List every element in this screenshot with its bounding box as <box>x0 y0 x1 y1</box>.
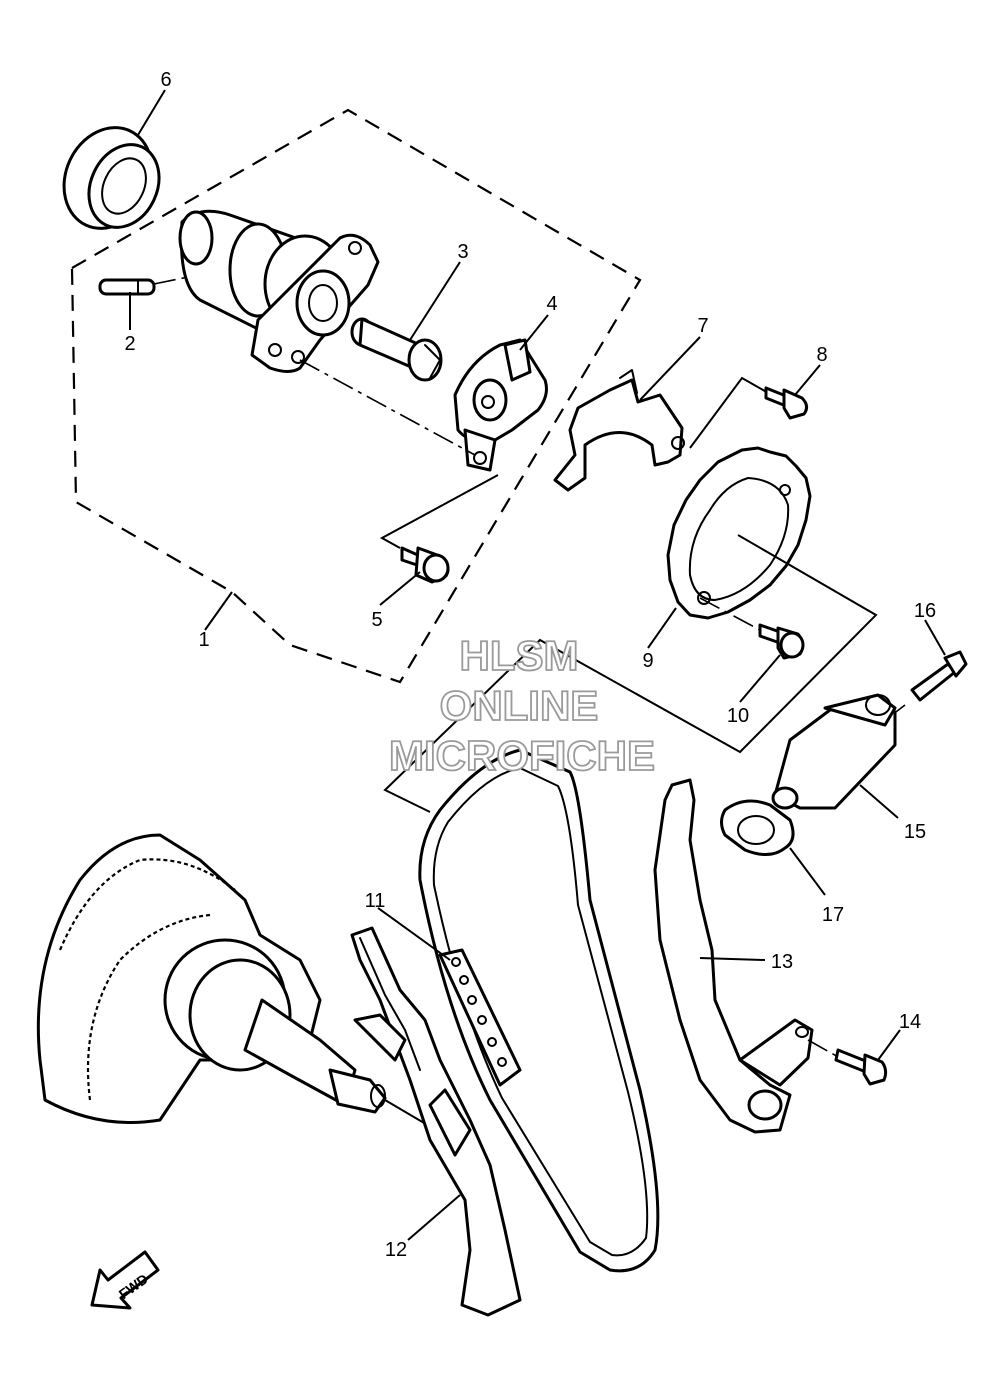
part-3-shaft[interactable] <box>350 317 443 382</box>
part-13-tensioner-guide[interactable] <box>653 778 814 1134</box>
part-15-tensioner[interactable] <box>771 693 897 810</box>
part-16-bolt[interactable] <box>910 650 968 702</box>
sprocket-leader-line <box>699 597 761 631</box>
part-10-bolt[interactable] <box>758 623 805 660</box>
plate-leader-line <box>299 359 476 456</box>
callout-13: 13 <box>771 951 793 973</box>
callout-6: 6 <box>160 69 171 91</box>
watermark-line-2: ONLINE <box>440 682 599 729</box>
callout-12: 12 <box>385 1239 407 1261</box>
callout-15: 15 <box>904 821 926 843</box>
watermark-line-3: MICROFICHE <box>389 732 655 779</box>
part-4-plate[interactable] <box>453 338 548 472</box>
fwd-arrow-icon: FWD <box>90 1250 160 1310</box>
callout-leaders <box>129 89 946 1241</box>
part-7-guide[interactable] <box>553 369 685 492</box>
callout-7: 7 <box>697 315 708 337</box>
callout-5: 5 <box>371 609 382 631</box>
part-17-gasket[interactable] <box>720 799 795 856</box>
cam-chain[interactable] <box>418 748 660 1273</box>
callout-17: 17 <box>822 904 844 926</box>
part-9-sprocket[interactable] <box>666 446 812 620</box>
callout-10: 10 <box>727 705 749 727</box>
callout-9: 9 <box>642 650 653 672</box>
part-6-bearing[interactable] <box>48 113 172 243</box>
assembly-boundary <box>70 108 642 684</box>
part-12-chain-guide[interactable] <box>350 926 522 1317</box>
watermark-line-1: HLSM <box>460 632 579 679</box>
callout-14: 14 <box>899 1011 921 1033</box>
cam-chain-inner <box>432 767 649 1257</box>
sprocket-bracket-line <box>383 534 878 813</box>
part-8-bolt[interactable] <box>764 386 809 420</box>
camshaft-assembly[interactable] <box>178 209 380 373</box>
part-2-pin[interactable] <box>98 278 156 296</box>
part-14-bolt[interactable] <box>834 1048 888 1086</box>
part-11-chain-segment[interactable] <box>438 948 522 1087</box>
callout-2: 2 <box>124 333 135 355</box>
watermark: HLSM ONLINE MICROFICHE <box>388 631 656 780</box>
bolt-8-leader-line <box>689 376 771 449</box>
bolt-14-leader-line <box>807 1039 841 1059</box>
callout-16: 16 <box>914 600 936 622</box>
callout-3: 3 <box>457 241 468 263</box>
part-5-bolt[interactable] <box>400 546 450 584</box>
callout-1: 1 <box>198 629 209 651</box>
bolt-5-leader-line <box>379 474 499 549</box>
callout-4: 4 <box>546 293 557 315</box>
callout-11: 11 <box>365 890 386 912</box>
callout-8: 8 <box>816 344 827 366</box>
crankshaft <box>36 833 387 1124</box>
